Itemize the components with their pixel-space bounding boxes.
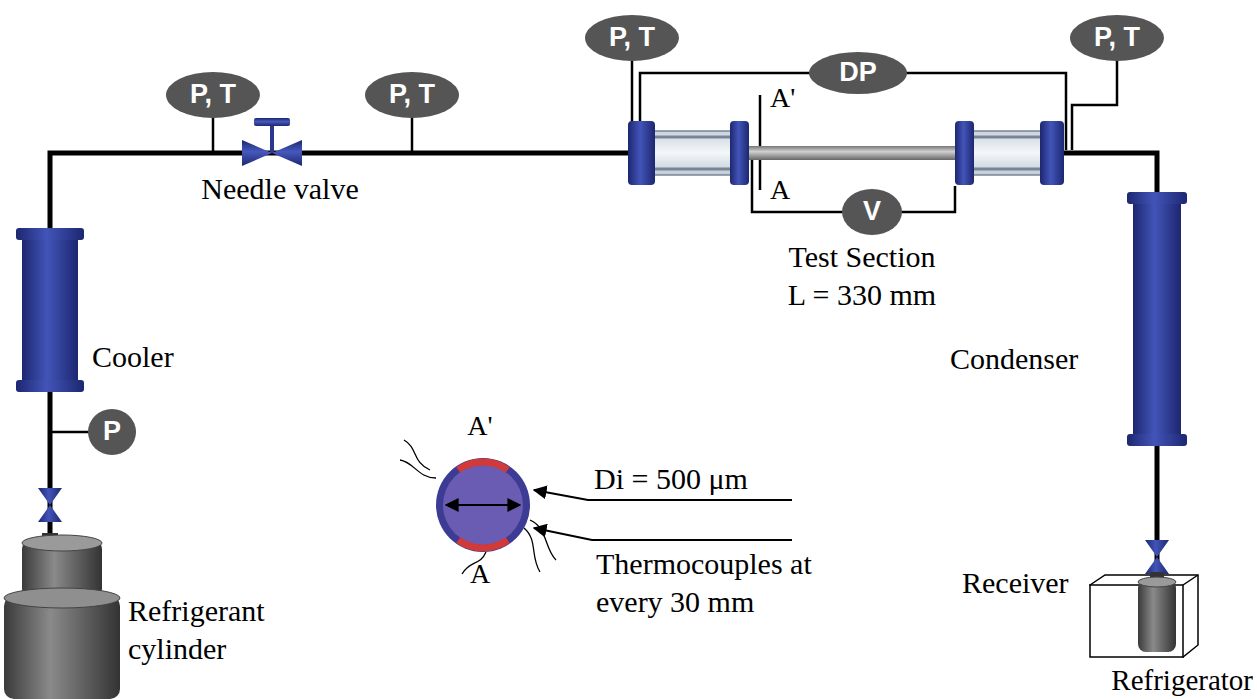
pressure-bubble: P: [88, 409, 136, 455]
section-mark: A: [770, 172, 790, 207]
part-name: Cooler: [92, 338, 174, 376]
dimension: Di = 500 μm: [594, 460, 748, 498]
sensor-bubble: P, T: [166, 72, 260, 118]
leader-line: [534, 490, 792, 540]
sensor-label: DP: [839, 58, 877, 88]
dimension: L = 330 mm: [788, 276, 936, 314]
sensor-line: [50, 45, 1117, 432]
part-name: Refrigerator: [1111, 662, 1253, 698]
part-name: Test Section: [788, 238, 935, 276]
voltage-bubble: V: [842, 189, 902, 235]
receiver: [1138, 572, 1176, 652]
part-name: Refrigerant cylinder: [128, 592, 318, 667]
part-name: Needle valve: [201, 170, 358, 208]
test-section: [628, 121, 1064, 185]
sensor-label: P: [103, 417, 121, 447]
condenser: [1127, 192, 1187, 446]
sensor-bubble: P, T: [1070, 15, 1164, 61]
cross-section: [400, 440, 556, 574]
sensor-label: P, T: [609, 23, 655, 53]
needle-valve: [242, 118, 302, 166]
sensor-bubble: P, T: [365, 72, 459, 118]
section-mark: A': [467, 408, 492, 443]
refrigerator-box: [1090, 575, 1198, 657]
part-name: Condenser: [950, 340, 1078, 378]
pressure-difference-bubble: DP: [809, 52, 907, 94]
sensor-label: P, T: [1094, 23, 1140, 53]
refrigerant-cylinder: [4, 533, 120, 699]
cooler: [16, 228, 84, 392]
sensor-label: V: [863, 197, 881, 227]
section-mark: A: [470, 556, 490, 591]
pipe: [50, 153, 1157, 570]
callout-text: Thermocouples at every 30 mm: [596, 545, 826, 620]
sensor-bubble: P, T: [585, 15, 679, 61]
part-name: Receiver: [962, 564, 1069, 602]
sensor-label: P, T: [190, 80, 236, 110]
section-mark: A': [770, 80, 795, 115]
sensor-label: P, T: [389, 80, 435, 110]
